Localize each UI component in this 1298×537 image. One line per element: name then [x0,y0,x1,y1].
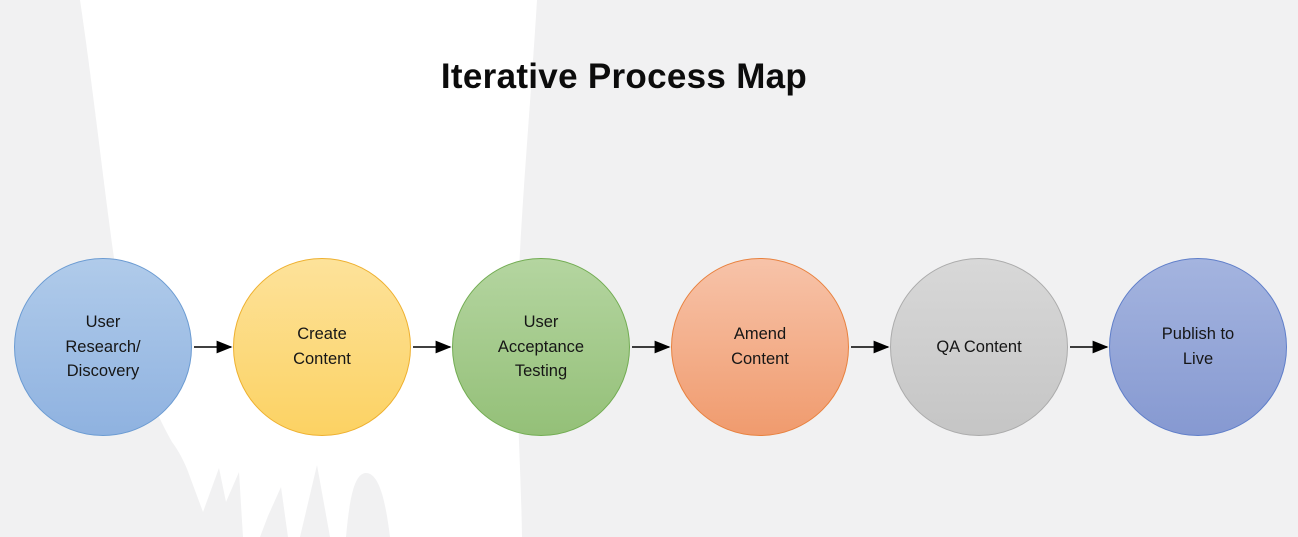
process-step-label: Create Content [293,325,351,368]
process-step-circle: Publish to Live [1109,258,1287,436]
page-title: Iterative Process Map [440,57,808,97]
process-step-label: Publish to Live [1161,325,1235,368]
process-step-label: User Acceptance Testing [497,312,585,381]
process-step-circle: Create Content [233,258,411,436]
process-step-label: QA Content [936,337,1022,356]
process-step-circle: Amend Content [671,258,849,436]
process-step-circle: QA Content [890,258,1068,436]
process-step-circle: User Research/ Discovery [14,258,192,436]
process-step-label: Amend Content [731,325,789,368]
process-step-circle: User Acceptance Testing [452,258,630,436]
process-step-label: User Research/ Discovery [65,312,141,381]
